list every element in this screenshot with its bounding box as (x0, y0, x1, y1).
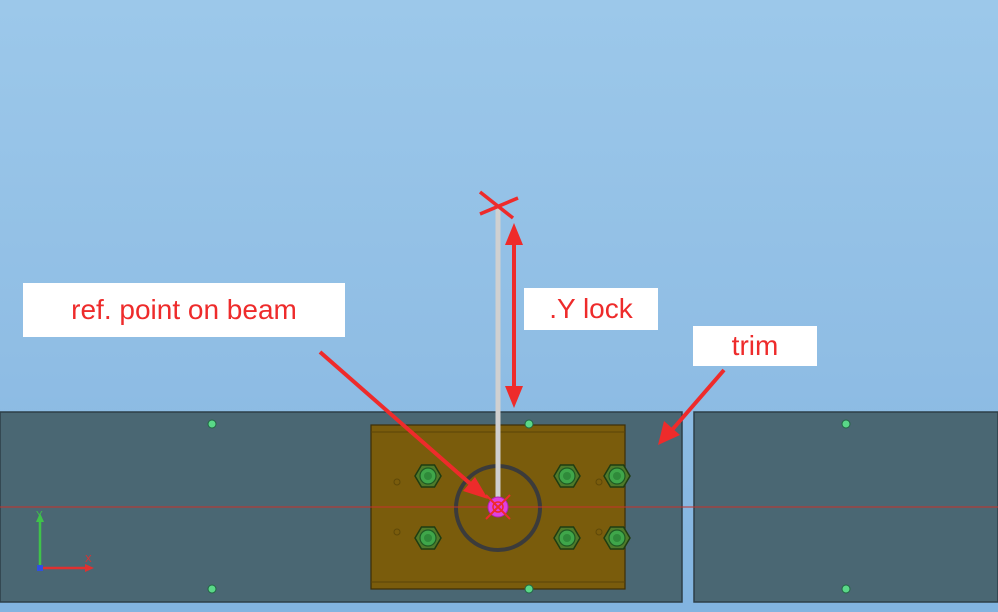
hole-dot-icon (207, 419, 217, 429)
beam-hole-markers (207, 419, 851, 594)
bolt-group[interactable] (414, 464, 631, 550)
x-cross-icon[interactable] (478, 190, 519, 220)
trim-label: trim (731, 330, 779, 361)
hex-bolt-icon (414, 464, 442, 488)
trim-arrow (658, 368, 726, 445)
hole-dot-icon (524, 584, 534, 594)
hex-bolt-icon (603, 526, 631, 550)
trim-callout: trim (693, 326, 817, 366)
ref-point-label: ref. point on beam (71, 294, 297, 325)
ref-point-arrow (318, 350, 488, 499)
hole-dot-icon (207, 584, 217, 594)
axis-y-label: Y (36, 510, 43, 521)
y-lock-label: .Y lock (549, 293, 633, 324)
y-lock-arrow (505, 223, 523, 408)
hole-dot-icon (841, 584, 851, 594)
hex-bolt-icon (553, 526, 581, 550)
plate-hole-markers (393, 478, 603, 536)
hex-bolt-icon (553, 464, 581, 488)
hex-bolt-icon (603, 464, 631, 488)
ref-point-callout: ref. point on beam (23, 283, 345, 337)
axis-triad: Y X (36, 510, 94, 572)
hole-dot-icon (841, 419, 851, 429)
axis-x-label: X (85, 554, 92, 565)
hole-dot-icon (524, 419, 534, 429)
y-lock-callout: .Y lock (524, 288, 658, 330)
hex-bolt-icon (414, 526, 442, 550)
reference-point-icon[interactable] (485, 494, 511, 520)
